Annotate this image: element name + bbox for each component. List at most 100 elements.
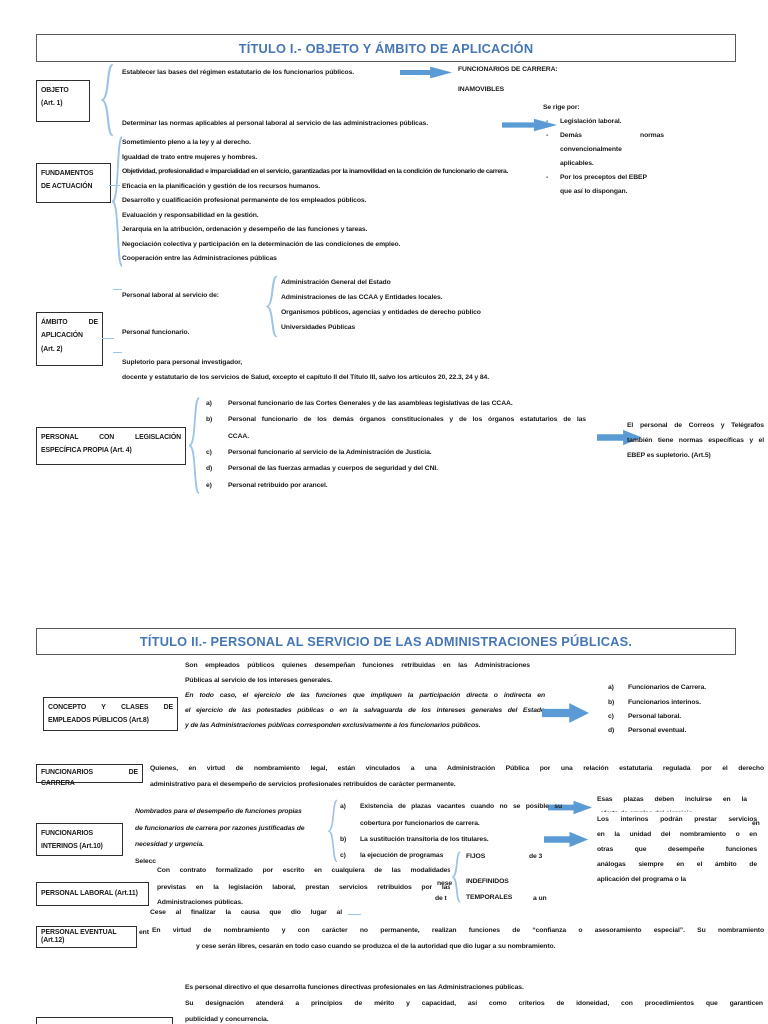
legislacion-item: Personal retribuido por arancel. — [228, 482, 328, 489]
ambito-box-line3: (Art. 2) — [41, 345, 63, 353]
list-letter: c) — [340, 852, 346, 859]
nota-unidad-line: análogas siempre en el ámbito de — [597, 861, 757, 868]
directivo-box-cutoff — [36, 1017, 173, 1024]
connector-dash — [113, 289, 122, 290]
se-rige-item: que así lo dispongan. — [560, 188, 628, 195]
tipo-laboral: TEMPORALES — [466, 894, 513, 901]
nota-unidad-cover — [588, 812, 760, 884]
text-fragment: a un — [533, 895, 547, 902]
clase-item: Funcionarios de Carrera. — [628, 684, 707, 691]
legislacion-box-line1: PERSONAL CON LEGISLACIÓN — [41, 434, 181, 441]
eventual-box: PERSONAL EVENTUAL (Art.12) — [36, 926, 137, 948]
brace-icon — [266, 275, 278, 338]
list-letter: e) — [206, 482, 212, 489]
correos-note: El personal de Correos y Telégrafos tamb… — [627, 422, 764, 459]
list-letter: b) — [206, 416, 213, 423]
list-letter: a) — [206, 400, 212, 407]
list-letter: b) — [340, 836, 347, 843]
clase-item: Personal eventual. — [628, 727, 687, 734]
ambito-box: ÁMBITO DE APLICACIÓN (Art. 2) — [36, 312, 103, 366]
dash-bullet: - — [546, 132, 549, 139]
tipo-laboral: FIJOS — [466, 853, 486, 860]
nota-unidad-line: aplicación del programa o la — [597, 876, 686, 883]
list-letter: a) — [608, 684, 614, 691]
objeto-box-line1: OBJETO — [41, 87, 69, 94]
titulo2-heading: TÍTULO II.- PERSONAL AL SERVICIO DE LAS … — [36, 628, 736, 655]
titulo1-heading: TÍTULO I.- OBJETO Y ÁMBITO DE APLICACIÓN — [36, 34, 736, 62]
interinos-box-line2: INTERINOS (Art.10) — [41, 843, 103, 851]
directivo-line: publicidad y concurrencia. — [185, 1016, 269, 1023]
fundamento-item: Negociación colectiva y participación en… — [122, 241, 401, 248]
arrow-right-icon — [400, 66, 452, 79]
brace-icon — [112, 136, 123, 267]
se-rige-item: convencionalmente — [560, 146, 622, 153]
tipo-laboral: INDEFINIDOS — [466, 878, 509, 885]
inamovibles-result: INAMOVIBLES — [458, 86, 505, 93]
list-letter: c) — [608, 713, 614, 720]
concepto-p2-line: el ejercicio de las potestades públicas … — [185, 707, 545, 714]
eventual-def-line: y cese serán libres, cesarán en todo cas… — [196, 943, 556, 950]
objeto-box-line2: (Art. 1) — [41, 100, 63, 108]
list-letter: d) — [608, 727, 615, 734]
directivo-line: Es personal directivo el que desarrolla … — [185, 984, 524, 991]
concepto-box-line2: EMPLEADOS PÚBLICOS (Art.8) — [48, 717, 149, 725]
laboral-box-label: PERSONAL LABORAL (Art.11) — [41, 889, 138, 897]
interinos-caso-line: Existencia de plazas vacantes cuando no … — [360, 803, 562, 810]
connector-dash — [348, 914, 361, 915]
text-fragment: ent — [139, 929, 149, 936]
brace-icon — [101, 63, 114, 137]
text-fragment: de t — [435, 895, 447, 902]
se-rige-title: Se rige por: — [543, 104, 580, 111]
interinos-caso-line: cobertura por funcionarios de carrera. — [360, 820, 480, 827]
ambito-personal-laboral: Personal laboral al servicio de: — [122, 292, 219, 299]
text-fragment: Selecc — [135, 858, 156, 865]
interinos-caso-line: la ejecución de programas — [360, 852, 444, 859]
concepto-p2-line: y de las Administraciones públicas corre… — [185, 722, 481, 729]
interinos-def-line: Nombrados para el desempeño de funciones… — [135, 808, 302, 815]
text-fragment: nese — [437, 880, 453, 887]
interinos-box: FUNCIONARIOS INTERINOS (Art.10) — [36, 823, 123, 856]
concepto-box-line1: CONCEPTO Y CLASES DE — [48, 704, 173, 711]
nota-unidad-line: Los interinos podrán prestar servicios — [597, 816, 757, 823]
legislacion-item: Personal funcionario de las Cortes Gener… — [228, 400, 513, 407]
entidad-item: Organismos públicos, agencias y entidade… — [281, 309, 481, 316]
arrow-right-icon — [544, 831, 588, 848]
eventual-box-label: PERSONAL EVENTUAL (Art.12) — [41, 928, 117, 944]
list-letter: c) — [206, 449, 212, 456]
se-rige-item: aplicables. — [560, 160, 594, 167]
fundamento-item: Igualdad de trato entre mujeres y hombre… — [122, 154, 258, 161]
fundamento-item: Objetividad, profesionalidad e imparcial… — [122, 168, 509, 175]
fundamentos-box-line1: FUNDAMENTOS — [41, 170, 94, 177]
brace-icon — [328, 799, 338, 863]
objeto-determinar-text: Determinar las normas aplicables al pers… — [122, 120, 429, 127]
concepto-p1-line: Son empleados públicos quienes desempeña… — [185, 662, 530, 669]
interinos-box-line1: FUNCIONARIOS — [41, 830, 94, 837]
se-rige-item: Legislación laboral. — [560, 118, 622, 125]
connector-dash — [102, 338, 114, 339]
fundamento-item: Sometimiento pleno a la ley y al derecho… — [122, 139, 251, 146]
ambito-box-line2: APLICACIÓN — [41, 332, 83, 340]
list-letter: d) — [206, 465, 213, 472]
list-letter: a) — [340, 803, 346, 810]
legislacion-box-line2: ESPECÍFICA PROPIA (Art. 4) — [41, 447, 132, 455]
interinos-def-line: de funcionarios de carrera por razones j… — [135, 825, 305, 832]
fundamento-item: Eficacia en la planificación y gestión d… — [122, 183, 321, 190]
carrera-def-line: administrativo para el desempeño de serv… — [150, 781, 456, 788]
entidad-item: Universidades Públicas — [281, 324, 356, 331]
brace-icon — [452, 851, 461, 903]
supletorio-line: docente y estatutario de los servicios d… — [122, 374, 490, 381]
funcionarios-carrera-result: FUNCIONARIOS DE CARRERA: — [458, 66, 558, 73]
laboral-box: PERSONAL LABORAL (Art.11) — [36, 882, 149, 906]
nota-unidad-line: otras que desempeñe funciones — [597, 846, 757, 853]
concepto-p1-line: Públicas al servicio de los intereses ge… — [185, 677, 333, 684]
fundamento-item: Cooperación entre las Administraciones p… — [122, 255, 277, 262]
laboral-def-line: Administraciones públicas. — [157, 899, 243, 906]
arrow-right-icon — [502, 118, 557, 132]
fundamento-item: Evaluación y responsabilidad en la gesti… — [122, 212, 259, 219]
legislacion-item-wrap: CCAA. — [228, 433, 250, 440]
clase-item: Personal laboral. — [628, 713, 682, 720]
fundamento-item: Desarrollo y cualificación profesional p… — [122, 197, 367, 204]
laboral-cese-line: Cese al finalizar la causa que dio lugar… — [150, 909, 342, 916]
text-fragment: en — [752, 820, 760, 827]
